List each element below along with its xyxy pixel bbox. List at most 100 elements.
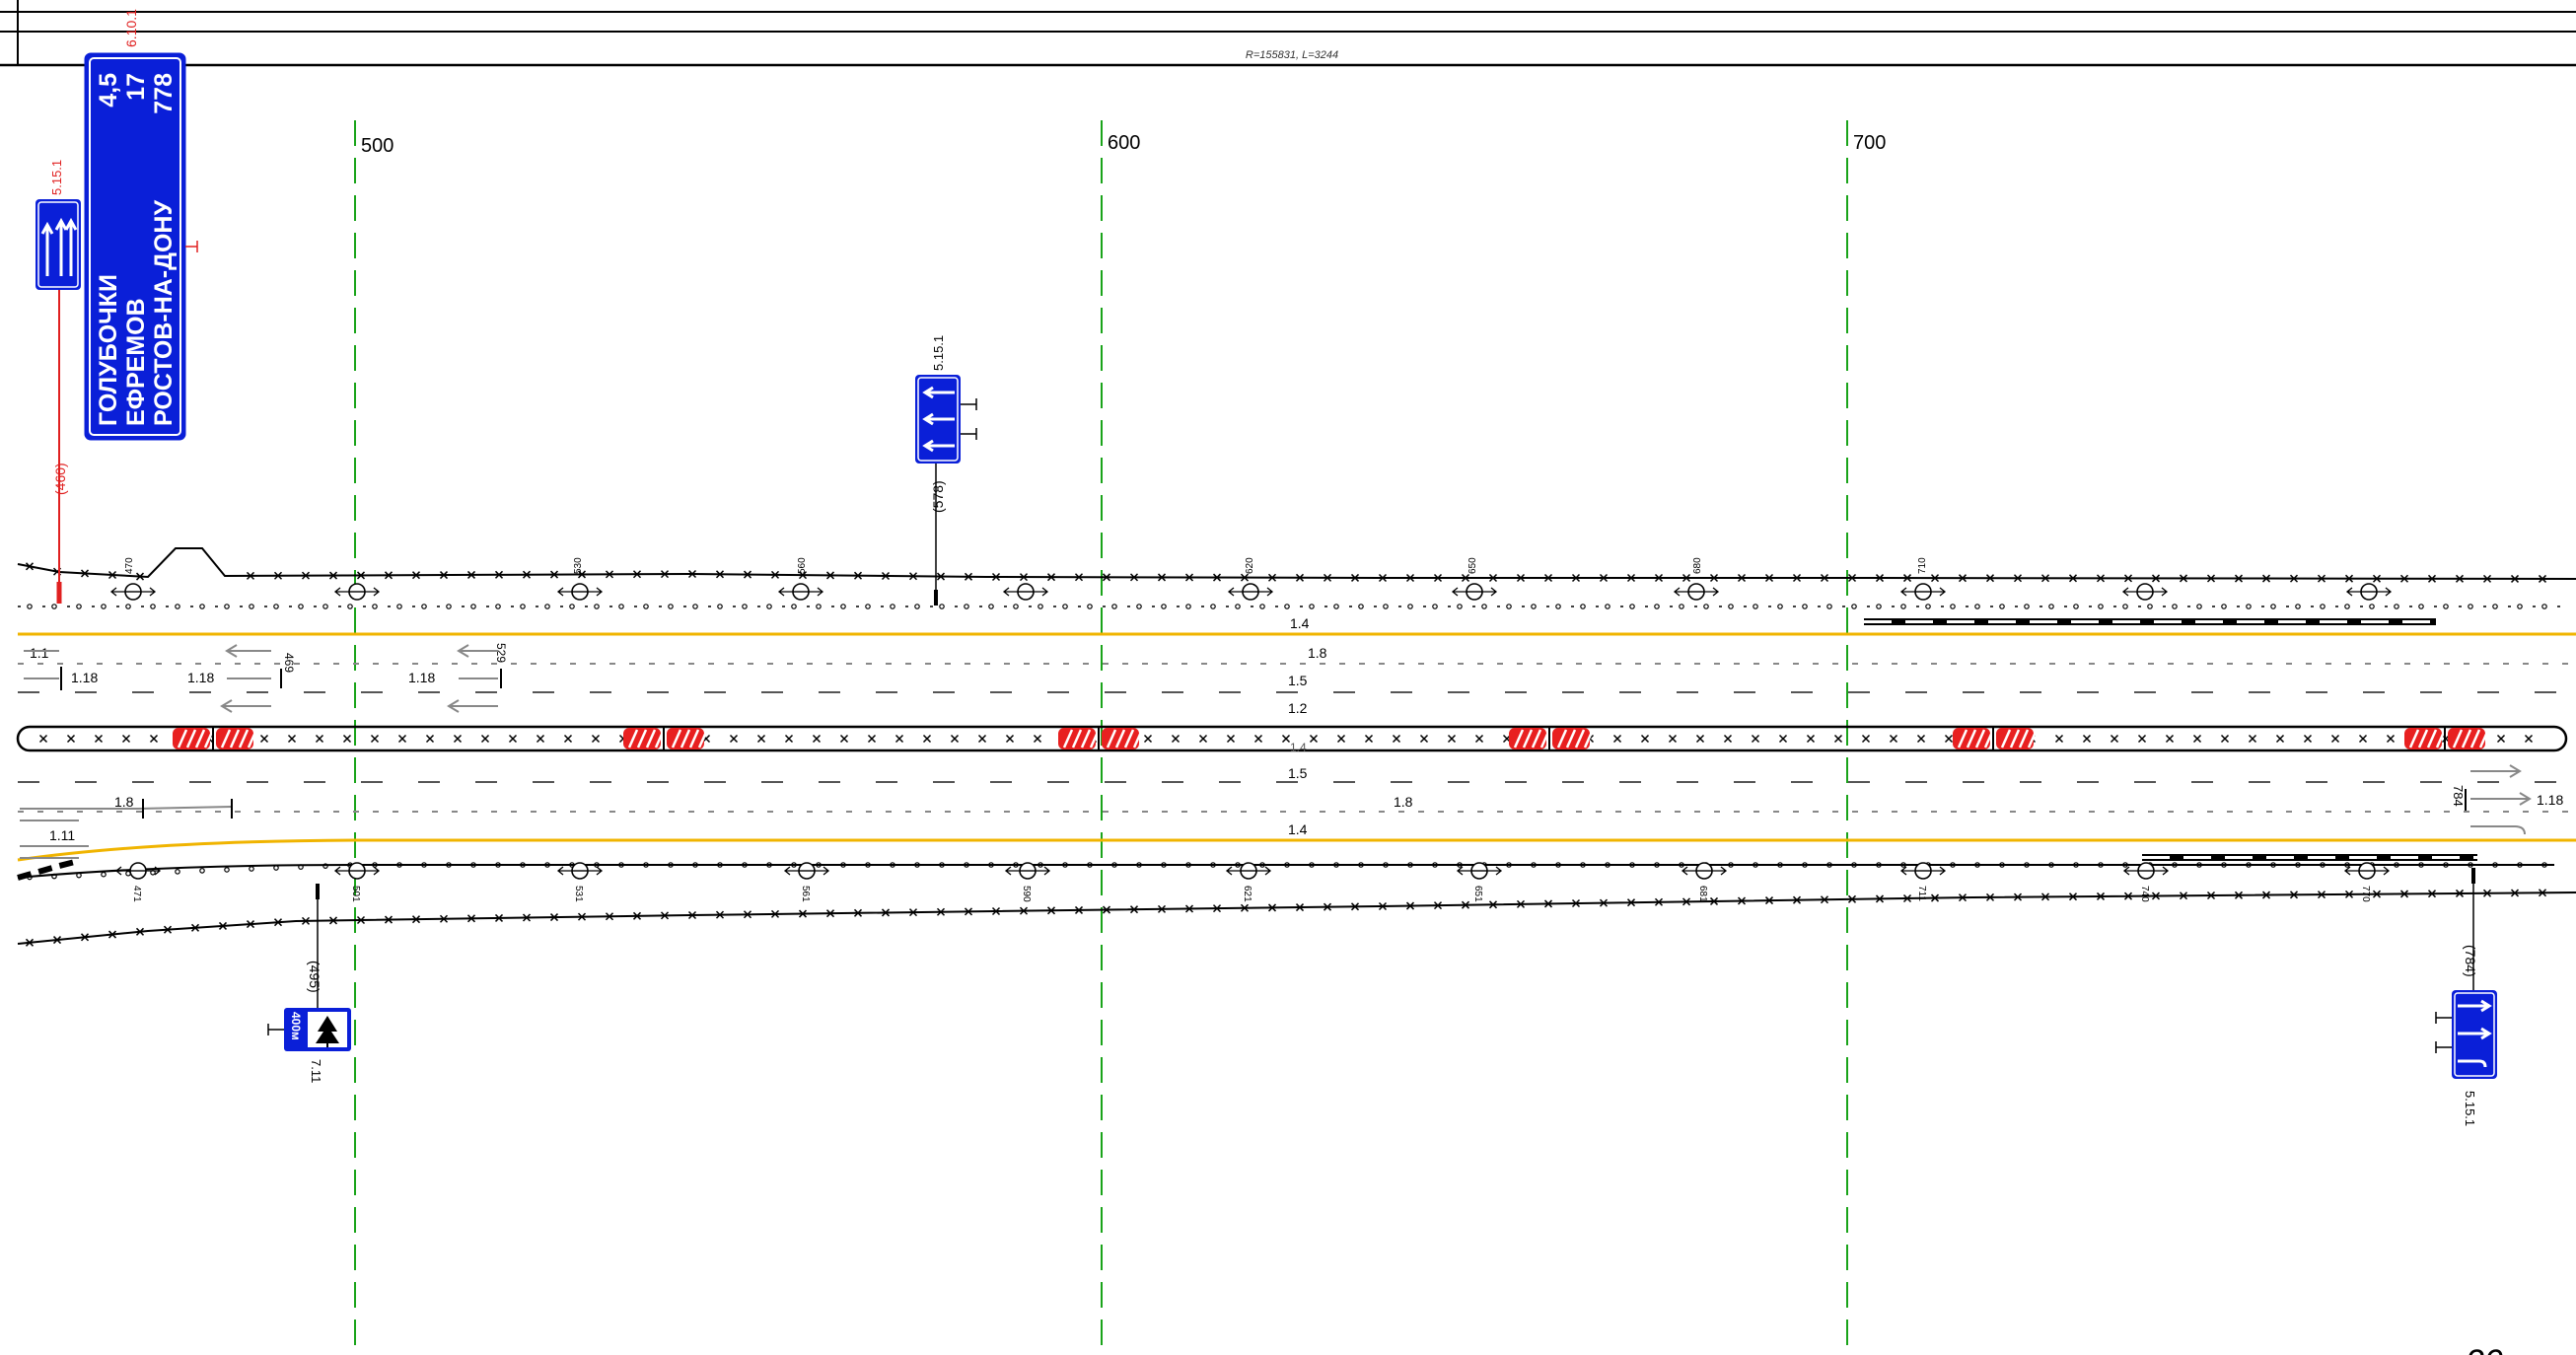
barrier-post — [1668, 734, 1678, 744]
barrier-end-marking — [623, 726, 709, 751]
fence-post — [577, 912, 587, 921]
shoulder-dot — [865, 604, 871, 609]
barrier-post — [1806, 734, 1816, 744]
fence-post — [881, 571, 891, 581]
shoulder-dot — [1629, 862, 1635, 868]
barrier-post — [1861, 734, 1871, 744]
fence-post — [2206, 891, 2216, 900]
fence-post — [798, 909, 808, 918]
fence-post — [743, 570, 752, 579]
lower-fence — [17, 889, 2576, 947]
shoulder-dot — [1235, 862, 1241, 868]
fence-post — [439, 571, 449, 580]
sign-code: 5.15.1 — [931, 335, 946, 371]
shoulder-dot — [2246, 604, 2252, 609]
barrier-post — [1226, 734, 1236, 744]
guide-post-icon — [2122, 862, 2170, 880]
fence-post — [2344, 890, 2354, 898]
fence-post — [1488, 900, 1498, 909]
shoulder-dot — [1087, 862, 1093, 868]
direction-sign: 6.10.1 ГОЛУБОЧКИ 4,5 ЕФРЕМОВ 17 РОСТОВ-Н… — [52, 9, 198, 604]
barrier-post — [1889, 734, 1898, 744]
fence-post — [549, 570, 559, 579]
fence-post — [1599, 898, 1609, 907]
shoulder-dot — [175, 869, 180, 875]
shoulder-dot — [692, 862, 698, 868]
barrier-post — [1447, 734, 1457, 744]
barrier-post — [839, 734, 849, 744]
guide-post-icon — [1451, 583, 1498, 601]
shoulder-dot — [1407, 604, 1413, 609]
shoulder-dot — [569, 604, 575, 609]
guide-post-icon — [1899, 862, 1947, 880]
shoulder-dot — [2073, 604, 2079, 609]
marking-label: 1.18 — [2537, 792, 2563, 808]
shoulder-dot — [1679, 862, 1684, 868]
fence-post — [25, 938, 35, 947]
shoulder-dot — [1900, 862, 1906, 868]
barrier-post — [2496, 734, 2506, 744]
right-marking-labels: 1.18 784 — [2451, 764, 2563, 835]
post-label: 711 — [1916, 886, 1927, 901]
shoulder-dot — [273, 604, 279, 609]
station-mark: (460) — [52, 463, 68, 495]
shoulder-dot — [2122, 604, 2128, 609]
marking-label: 1.8 — [1308, 645, 1327, 661]
fence-post — [384, 915, 394, 924]
shoulder-dot — [2492, 862, 2498, 868]
shoulder-dot — [1950, 604, 1956, 609]
shoulder-dot — [544, 862, 550, 868]
barrier-post — [563, 734, 573, 744]
guide-post-icon — [1681, 862, 1728, 880]
marking-label: 1.18 — [408, 670, 435, 685]
barrier-post — [342, 734, 352, 744]
shoulder-dot — [1777, 604, 1783, 609]
barrier-post — [2248, 734, 2257, 744]
guide-posts-top — [109, 583, 2393, 601]
fence-post — [991, 572, 1001, 582]
fence-post — [1626, 898, 1636, 907]
fence-post — [2068, 574, 2078, 583]
fence-post — [1985, 892, 1995, 901]
shoulder-dot — [1974, 604, 1980, 609]
barrier-post — [2275, 734, 2285, 744]
fence-post — [660, 570, 670, 579]
fence-post — [107, 570, 117, 580]
fence-post — [2427, 890, 2437, 898]
fence-post — [1571, 898, 1581, 908]
shoulder-dot — [1999, 604, 2005, 609]
fence-post — [1074, 573, 1084, 582]
shoulder-dot — [1679, 604, 1684, 609]
shoulder-dot — [2098, 604, 2104, 609]
shoulder-dot — [2541, 604, 2547, 609]
shoulder-dot — [1161, 604, 1167, 609]
fence-post — [218, 921, 228, 930]
post-label: 650 — [1467, 557, 1478, 574]
barrier-end-marking — [1509, 726, 1595, 751]
fence-post — [825, 571, 835, 580]
shoulder-dot — [766, 862, 772, 868]
barrier-post — [2386, 734, 2396, 744]
marking-label: 1.18 — [187, 670, 214, 685]
lower-shoulder-line — [17, 864, 2554, 879]
fence-post — [80, 569, 90, 578]
guide-post-icon — [556, 862, 604, 880]
shoulder-dot — [1062, 862, 1068, 868]
barrier-post — [315, 734, 324, 744]
fence-post — [991, 906, 1001, 916]
title-frame: R=155831, L=3244 — [0, 0, 2576, 67]
sign-code: 5.15.1 — [49, 160, 64, 195]
shoulder-dot — [396, 862, 402, 868]
lanes-sign-2: 5.15.1 (578) — [915, 335, 977, 606]
marking-label: 1.8 — [114, 794, 134, 810]
fence-post — [1295, 573, 1305, 582]
fence-post — [825, 909, 835, 918]
shoulder-dot — [1605, 604, 1610, 609]
shoulder-dot — [618, 604, 624, 609]
fence-post — [273, 918, 283, 927]
barrier-post — [2303, 734, 2313, 744]
fence-post — [1682, 573, 1691, 583]
shoulder-dot — [51, 873, 57, 880]
lanes-sign-1: 5.15.1 — [36, 160, 81, 290]
shoulder-dot — [2443, 604, 2449, 609]
